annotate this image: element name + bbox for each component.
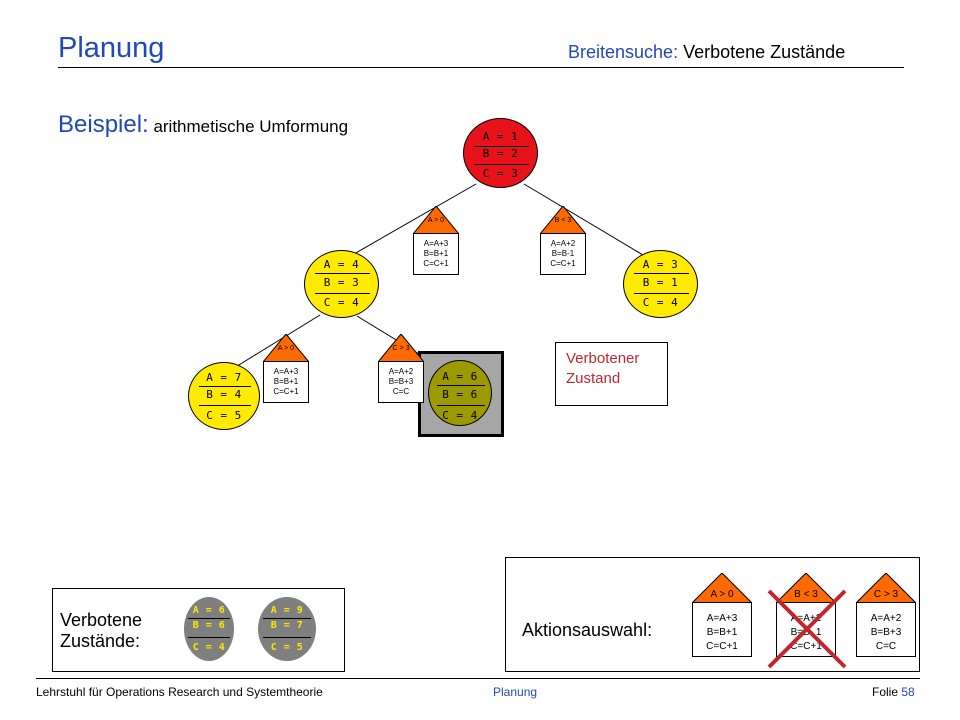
action-line-1: A=A+2	[550, 239, 576, 248]
action-box-root-b: A=A+2 B=B-1 C=C+1	[540, 233, 586, 275]
node-b-value: B = 1	[642, 276, 679, 289]
callout-line-2: Zustand	[566, 370, 621, 387]
node-b-value: B = 3	[323, 276, 360, 289]
action-line-1: A=A+3	[706, 613, 738, 624]
panel-label-2: Zustände:	[60, 631, 141, 651]
page-title: Planung	[58, 32, 165, 64]
forbidden-states-panel: Verbotene Zustände: A = 6 B = 6 C = 4 A …	[52, 588, 345, 672]
action-line-2: B=B+1	[706, 627, 738, 638]
action-line-3: C=C+1	[550, 259, 576, 268]
footer-institution: Lehrstuhl für Operations Research und Sy…	[36, 685, 323, 699]
title-rule	[58, 67, 904, 68]
node-b-value: B = 7	[270, 620, 304, 631]
action-line-2: B=B+1	[423, 249, 449, 258]
action-triangle-left-c: C > 3	[376, 333, 426, 363]
forbidden-state-2: A = 9 B = 7 C = 5	[258, 597, 316, 661]
action-line-2: B=B-1	[551, 249, 575, 258]
node-a-value: A = 7	[206, 371, 242, 384]
action-line-1: A=A+3	[273, 367, 299, 376]
node-c-value: C = 4	[442, 409, 478, 422]
action-triangle-a: A > 0	[690, 572, 754, 604]
node-c-value: C = 5	[206, 409, 242, 422]
tree-node-ll: A = 7 B = 4 C = 5	[188, 362, 260, 430]
action-condition: C > 3	[392, 345, 410, 352]
action-box-a: A=A+3 B=B+1 C=C+1	[692, 602, 752, 657]
tree-node-right: A = 3 B = 1 C = 4	[623, 250, 698, 318]
node-b-value: B = 6	[192, 620, 226, 631]
action-line-3: C=C+1	[423, 259, 449, 268]
action-line-2: B=B+3	[388, 377, 414, 386]
footer-topic: Planung	[493, 685, 538, 699]
edge-left-ll	[233, 314, 321, 369]
action-line-3: C=C+1	[273, 387, 299, 396]
action-line-3: C=C+1	[790, 641, 822, 652]
footer-page-number: 58	[901, 685, 915, 699]
action-line-1: A=A+3	[423, 239, 449, 248]
action-line-1: A=A+2	[388, 367, 414, 376]
action-condition: A > 0	[427, 217, 445, 224]
action-line-3: C=C	[875, 641, 897, 652]
action-condition: C > 3	[873, 589, 899, 600]
action-condition: A > 0	[710, 589, 734, 600]
example-heading: Beispiel: arithmetische Umformung	[58, 111, 348, 139]
action-line-3: C=C	[392, 387, 410, 396]
action-line-1: A=A+2	[790, 613, 822, 624]
tree-node-left: A = 4 B = 3 C = 4	[304, 250, 379, 318]
node-b-value: B = 4	[206, 388, 242, 401]
edge-root-right	[523, 183, 649, 259]
action-triangle-root-a: A > 0	[411, 205, 461, 235]
action-box-root-a: A=A+3 B=B+1 C=C+1	[413, 233, 459, 275]
action-line-1: A=A+2	[870, 613, 902, 624]
edge-root-left	[339, 183, 477, 263]
node-c-value: C = 4	[192, 642, 226, 653]
node-a-value: A = 6	[192, 605, 226, 616]
page-subtitle: Breitensuche: Verbotene Zustände	[568, 42, 845, 63]
action-box-left-c: A=A+2 B=B+3 C=C	[378, 361, 424, 403]
footer-page-label: Folie	[872, 685, 902, 699]
example-label: Beispiel:	[58, 111, 149, 138]
panel-label-1: Verbotene	[60, 610, 143, 630]
node-c-value: C = 3	[482, 167, 519, 180]
forbidden-state-callout: Verbotener Zustand	[555, 342, 668, 406]
node-a-value: A = 3	[642, 258, 679, 271]
action-line-3: C=C+1	[706, 641, 738, 652]
node-c-value: C = 4	[323, 296, 360, 309]
action-selection-panel: Aktionsauswahl: A > 0 A=A+3 B=B+1 C=C+1 …	[505, 557, 920, 672]
node-c-value: C = 4	[642, 296, 679, 309]
node-a-value: A = 1	[482, 130, 519, 143]
action-triangle-root-b: B < 3	[538, 205, 588, 235]
node-a-value: A = 9	[270, 605, 304, 616]
footer-rule	[36, 678, 920, 679]
subtitle-detail: Verbotene Zustände	[678, 42, 846, 62]
action-line-2: B=B+1	[273, 377, 299, 386]
example-text: arithmetische Umformung	[148, 117, 349, 136]
action-triangle-left-a: A > 0	[261, 333, 311, 363]
node-c-value: C = 5	[270, 642, 304, 653]
action-condition: A > 0	[277, 345, 295, 352]
footer-page: Folie 58	[872, 685, 915, 699]
node-b-value: B = 6	[442, 388, 478, 401]
node-a-value: A = 6	[442, 370, 478, 383]
action-box-c: A=A+2 B=B+3 C=C	[856, 602, 916, 657]
cross-out-icon	[767, 589, 847, 669]
action-condition: B < 3	[554, 217, 572, 224]
callout-line-1: Verbotener	[566, 350, 640, 367]
node-a-value: A = 4	[323, 258, 360, 271]
action-triangle-c: C > 3	[854, 572, 918, 604]
panel-label: Aktionsauswahl:	[522, 620, 653, 640]
action-line-2: B=B+3	[870, 627, 902, 638]
action-box-left-a: A=A+3 B=B+1 C=C+1	[263, 361, 309, 403]
tree-node-root: A = 1 B = 2 C = 3	[463, 118, 538, 188]
forbidden-state-1: A = 6 B = 6 C = 4	[184, 597, 234, 661]
tree-node-forbidden: A = 6 B = 6 C = 4	[428, 360, 492, 426]
node-b-value: B = 2	[482, 147, 519, 160]
action-condition: B < 3	[794, 589, 818, 600]
subtitle-topic: Breitensuche:	[568, 42, 679, 62]
